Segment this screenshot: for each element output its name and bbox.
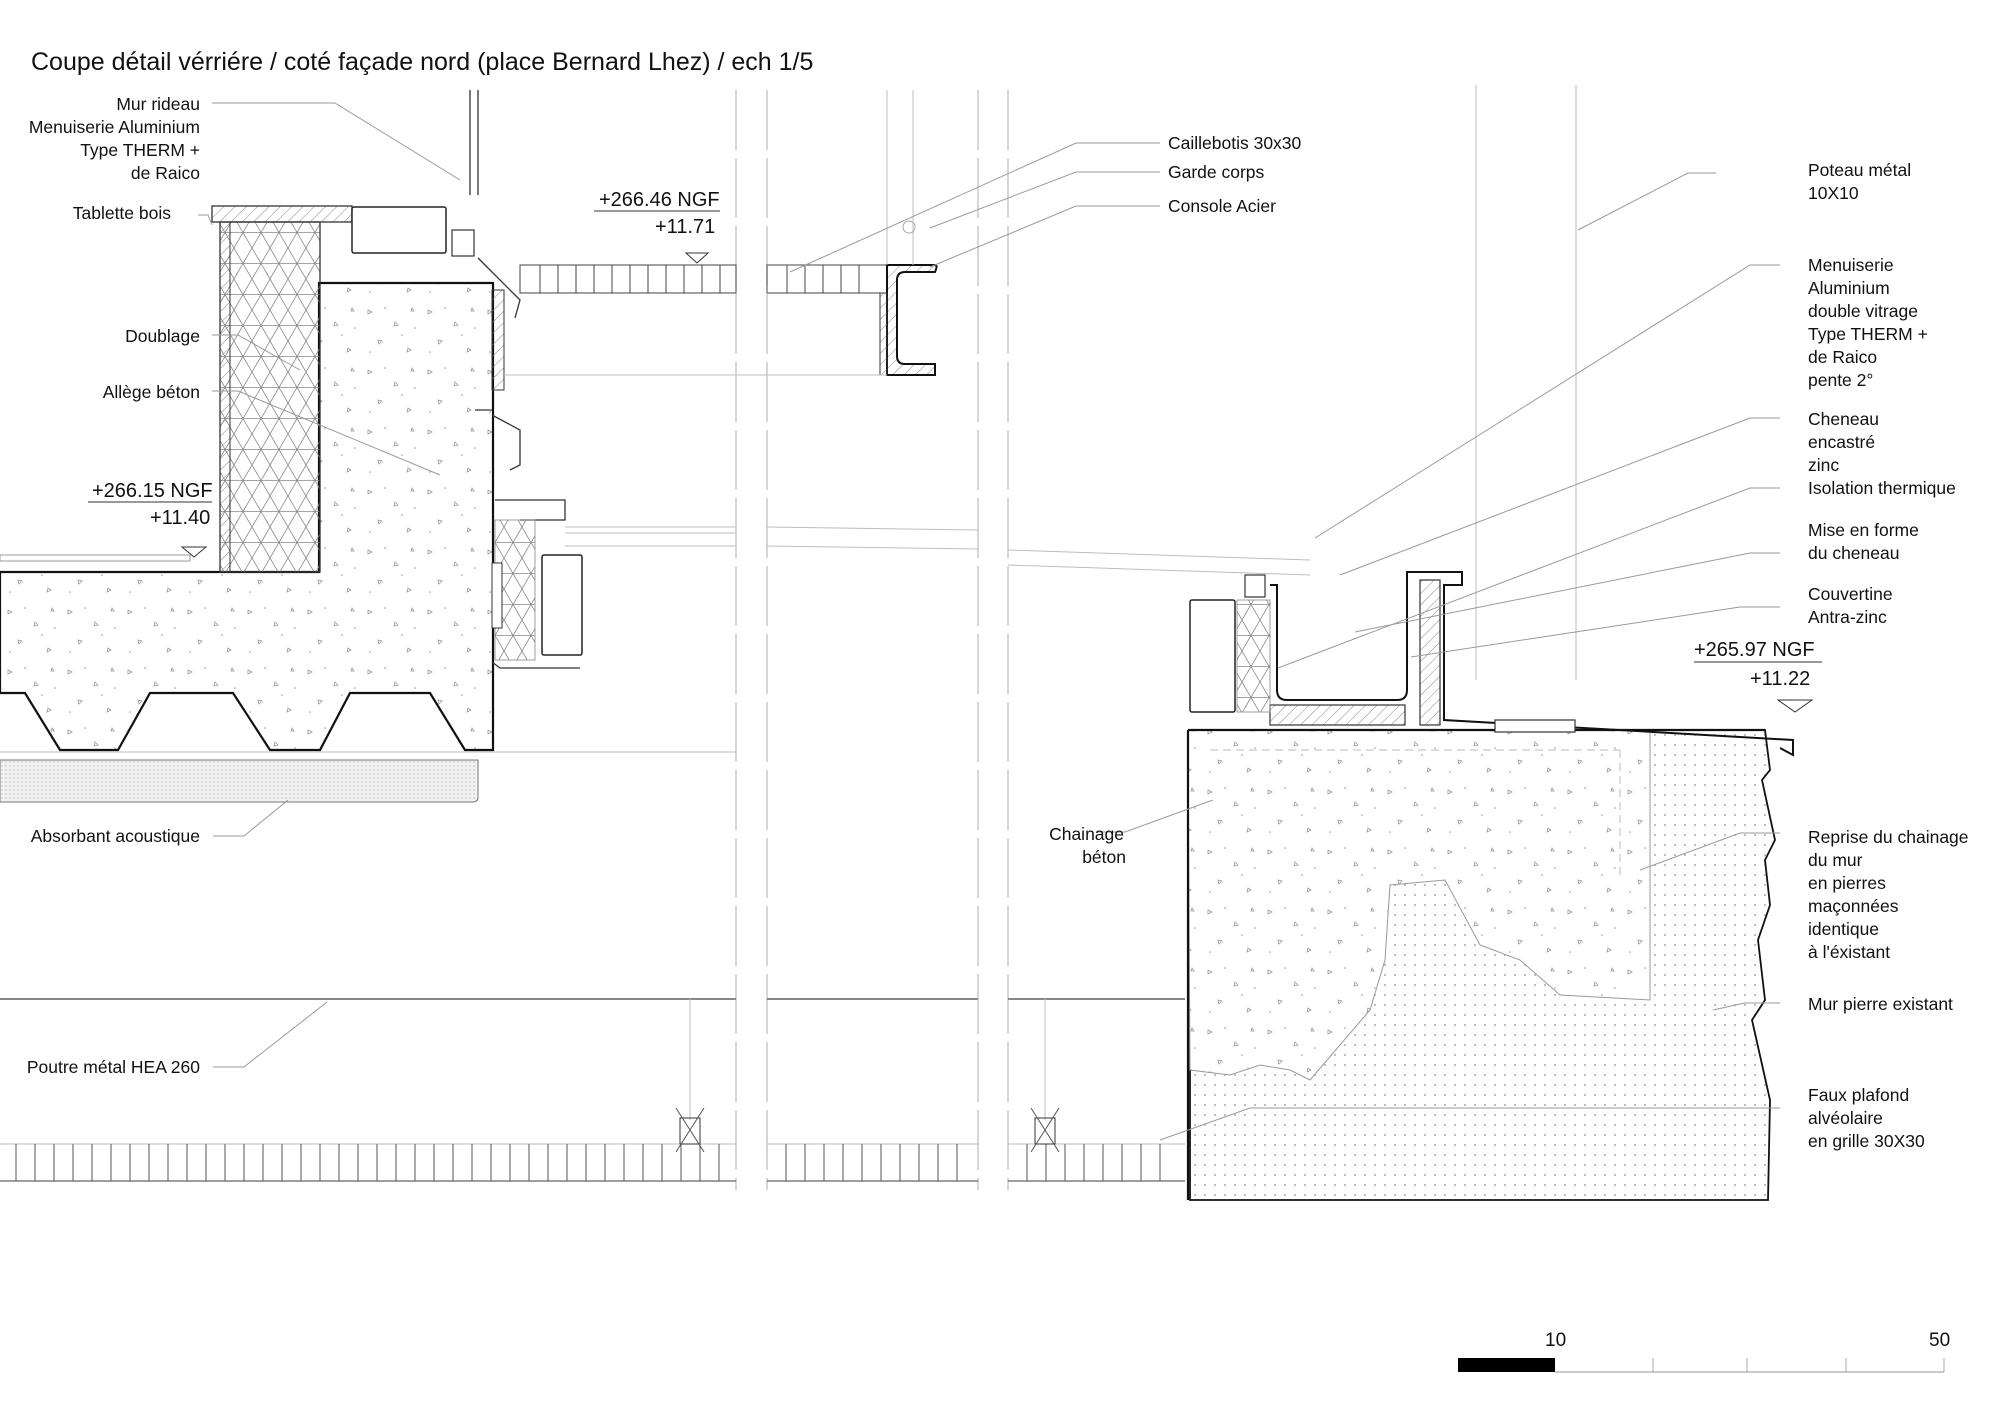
level-marker-3: +265.97 NGF +11.22 (1694, 639, 1822, 713)
svg-text:identique: identique (1808, 919, 1879, 939)
label-doublage: Doublage (125, 326, 200, 346)
svg-text:+265.97 NGF: +265.97 NGF (1694, 639, 1815, 661)
svg-text:de Raico: de Raico (1808, 347, 1877, 367)
svg-text:maçonnées: maçonnées (1808, 896, 1899, 916)
svg-text:béton: béton (1082, 847, 1126, 867)
label-absorbant-acoustique: Absorbant acoustique (31, 826, 200, 846)
svg-text:Menuiserie Aluminium: Menuiserie Aluminium (29, 117, 200, 137)
svg-text:+11.40: +11.40 (150, 507, 210, 529)
svg-text:+11.71: +11.71 (655, 216, 715, 238)
svg-text:10: 10 (1545, 1330, 1566, 1351)
label-cheneau: Cheneau encastré zinc (1808, 409, 1879, 475)
svg-text:pente 2°: pente 2° (1808, 370, 1873, 390)
level-marker-1: +266.46 NGF +11.71 (594, 189, 720, 264)
drawing-title: Coupe détail vérriére / coté façade nord… (31, 48, 813, 76)
svg-text:+266.15 NGF: +266.15 NGF (92, 480, 213, 502)
label-reprise-chainage: Reprise du chainage du mur en pierres ma… (1808, 827, 1969, 962)
svg-text:Poteau métal: Poteau métal (1808, 160, 1911, 180)
label-poutre-metal: Poutre métal HEA 260 (27, 1057, 200, 1077)
svg-text:encastré: encastré (1808, 432, 1875, 452)
svg-text:Type THERM +: Type THERM + (80, 140, 200, 160)
label-isolation-thermique: Isolation thermique (1808, 478, 1956, 498)
svg-text:Reprise du chainage: Reprise du chainage (1808, 827, 1969, 847)
svg-text:double vitrage: double vitrage (1808, 301, 1918, 321)
scale-bar: 10 50 (1458, 1330, 1950, 1373)
svg-text:Mise en forme: Mise en forme (1808, 520, 1919, 540)
label-garde-corps: Garde corps (1168, 162, 1265, 182)
label-allege-beton: Allège béton (103, 382, 200, 402)
leader-lines (198, 102, 1780, 1141)
right-wall-section (1186, 85, 1794, 1201)
break-lines (735, 90, 1009, 1190)
left-wall-section (0, 90, 1311, 803)
svg-text:du cheneau: du cheneau (1808, 543, 1899, 563)
svg-text:+266.46 NGF: +266.46 NGF (599, 189, 720, 211)
svg-text:Chainage: Chainage (1049, 824, 1124, 844)
label-couvertine: Couvertine Antra-zinc (1808, 584, 1893, 627)
svg-text:Faux plafond: Faux plafond (1808, 1085, 1909, 1105)
svg-text:Aluminium: Aluminium (1808, 278, 1890, 298)
label-console-acier: Console Acier (1168, 196, 1276, 216)
svg-text:50: 50 (1929, 1330, 1950, 1351)
svg-text:du mur: du mur (1808, 850, 1863, 870)
svg-text:10X10: 10X10 (1808, 183, 1859, 203)
label-poteau-metal: Poteau métal 10X10 (1808, 160, 1911, 203)
label-mur-rideau: Mur rideau Menuiserie Aluminium Type THE… (29, 94, 200, 183)
svg-text:Menuiserie: Menuiserie (1808, 255, 1894, 275)
svg-text:zinc: zinc (1808, 455, 1839, 475)
label-caillebotis: Caillebotis 30x30 (1168, 133, 1302, 153)
beam-and-ceiling-left (0, 998, 1185, 1182)
svg-text:Mur rideau: Mur rideau (116, 94, 200, 114)
caillebotis-grating (504, 90, 938, 376)
label-chainage-beton: Chainage béton (1049, 824, 1126, 867)
label-tablette-bois: Tablette bois (73, 203, 172, 223)
label-faux-plafond: Faux plafond alvéolaire en grille 30X30 (1808, 1085, 1925, 1151)
svg-text:à l'éxistant: à l'éxistant (1808, 942, 1890, 962)
svg-text:Cheneau: Cheneau (1808, 409, 1879, 429)
level-marker-2: +266.15 NGF +11.40 (88, 480, 213, 558)
label-menuiserie-aluminium: Menuiserie Aluminium double vitrage Type… (1808, 255, 1928, 390)
svg-text:alvéolaire: alvéolaire (1808, 1108, 1883, 1128)
label-mur-pierre: Mur pierre existant (1808, 994, 1953, 1014)
svg-text:en pierres: en pierres (1808, 873, 1886, 893)
label-mise-en-forme: Mise en forme du cheneau (1808, 520, 1919, 563)
svg-text:+11.22: +11.22 (1750, 668, 1810, 690)
svg-text:en grille 30X30: en grille 30X30 (1808, 1131, 1925, 1151)
svg-text:Couvertine: Couvertine (1808, 584, 1893, 604)
svg-text:de Raico: de Raico (131, 163, 200, 183)
svg-text:Type THERM +: Type THERM + (1808, 324, 1928, 344)
svg-text:Antra-zinc: Antra-zinc (1808, 607, 1887, 627)
